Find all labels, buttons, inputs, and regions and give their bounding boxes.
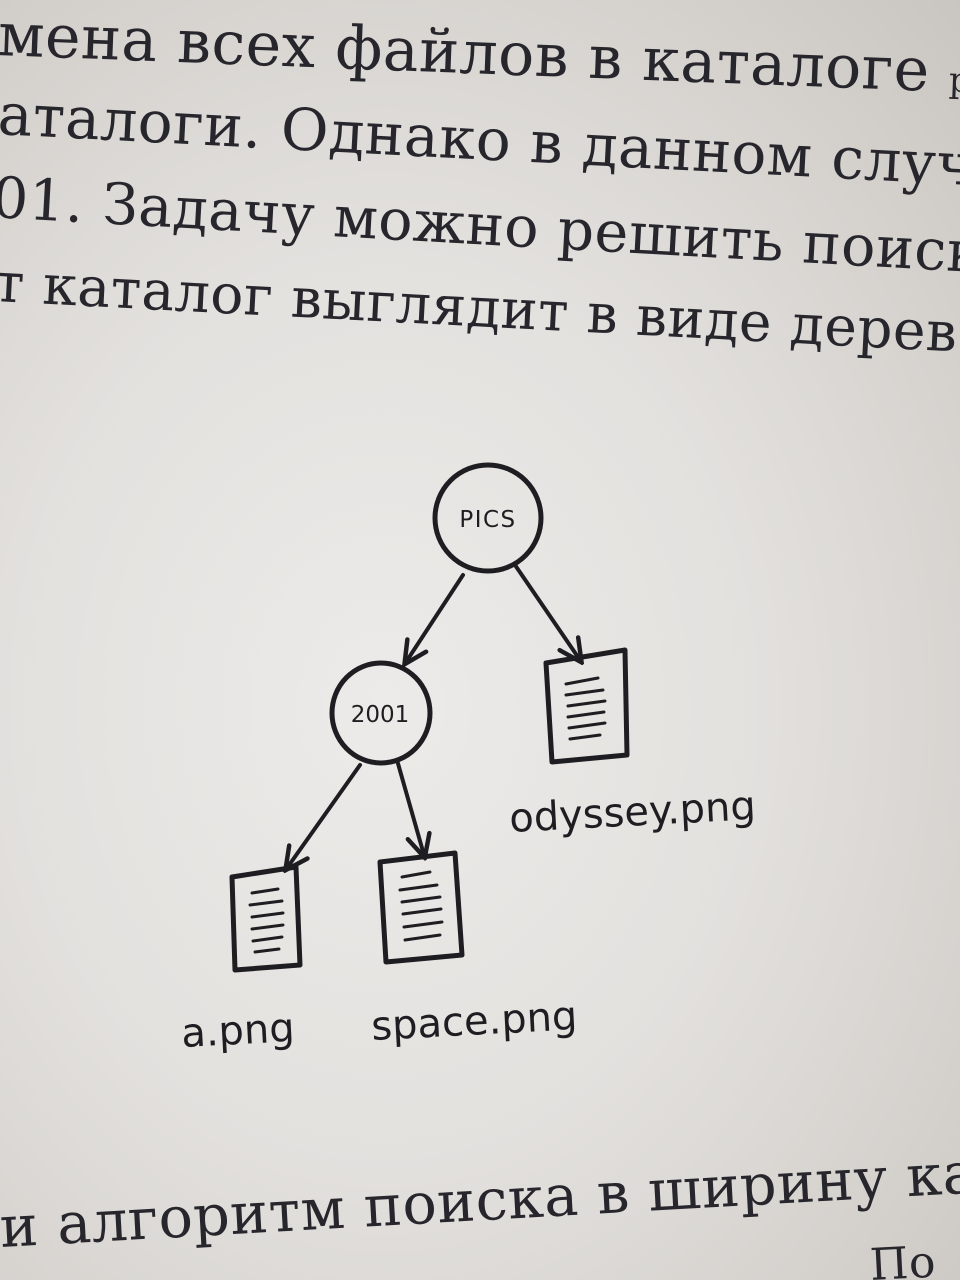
edge-pics-to-odyssey [513,563,580,660]
file-space-outline [377,850,465,965]
label-odyssey: odyssey.png [508,783,757,842]
file-odyssey-outline [543,647,630,765]
file-a-outline [229,864,303,973]
label-a: a.png [180,1005,296,1057]
file-odyssey-lines [564,676,607,741]
node-2001-label: 2001 [351,702,410,728]
file-icon-a [229,864,303,973]
node-pics: PICS [432,462,544,574]
node-pics-circle [432,462,544,574]
file-icon-space [377,850,465,965]
node-pics-label: PICS [459,507,516,533]
file-a-lines [248,887,285,954]
edge-2001-to-a [287,763,362,868]
file-space-lines [398,870,444,942]
node-2001: 2001 [329,660,433,766]
file-icon-odyssey [543,647,630,765]
text-line-6: По [868,1236,938,1280]
node-2001-circle [329,660,433,766]
edge-pics-to-2001 [406,573,465,662]
label-space: space.png [370,993,578,1050]
edge-2001-to-space [395,758,424,855]
